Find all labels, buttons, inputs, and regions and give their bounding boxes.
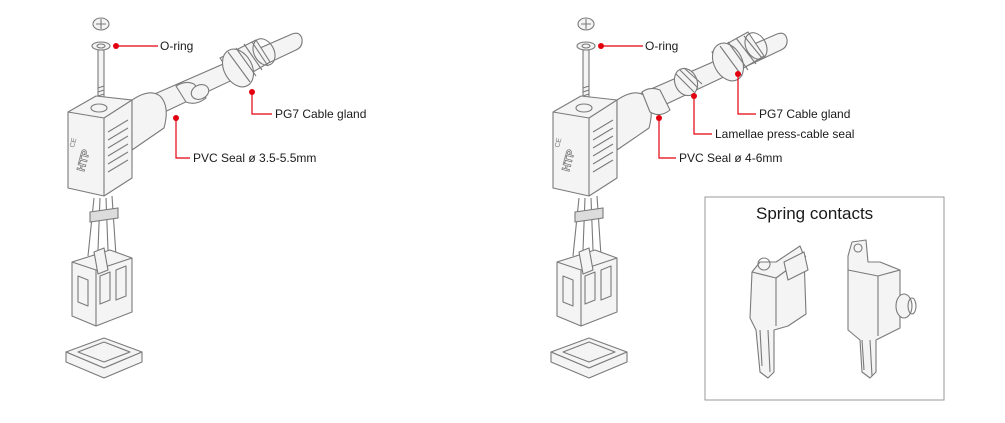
right-cable-gland (711, 31, 768, 82)
spring-contact-right-drawing (847, 239, 917, 379)
spring-contacts-title: Spring contacts (756, 204, 874, 223)
label-o-ring-right: O-ring (645, 39, 679, 53)
right-housing-mark: CE (554, 137, 563, 149)
left-housing-mark: CE (69, 137, 78, 149)
right-connector-drawing: HTP CE (550, 17, 788, 379)
label-cable-gland-right: PG7 Cable gland (759, 107, 851, 121)
right-leaders (598, 43, 756, 159)
label-o-ring-left: O-ring (160, 39, 194, 53)
spring-contact-left-drawing (749, 245, 809, 379)
right-housing-brand: HTP (560, 148, 577, 172)
left-leaders (113, 43, 272, 159)
left-housing-brand: HTP (75, 148, 92, 172)
label-cable-gland-left: PG7 Cable gland (275, 107, 367, 121)
left-connector-drawing: HTP CE (65, 17, 303, 379)
left-cable-gland (219, 38, 276, 88)
label-pvc-seal-left: PVC Seal ø 3.5-5.5mm (193, 151, 317, 165)
label-lamellae-seal-right: Lamellae press-cable seal (715, 127, 855, 141)
label-pvc-seal-right: PVC Seal ø 4-6mm (679, 151, 783, 165)
